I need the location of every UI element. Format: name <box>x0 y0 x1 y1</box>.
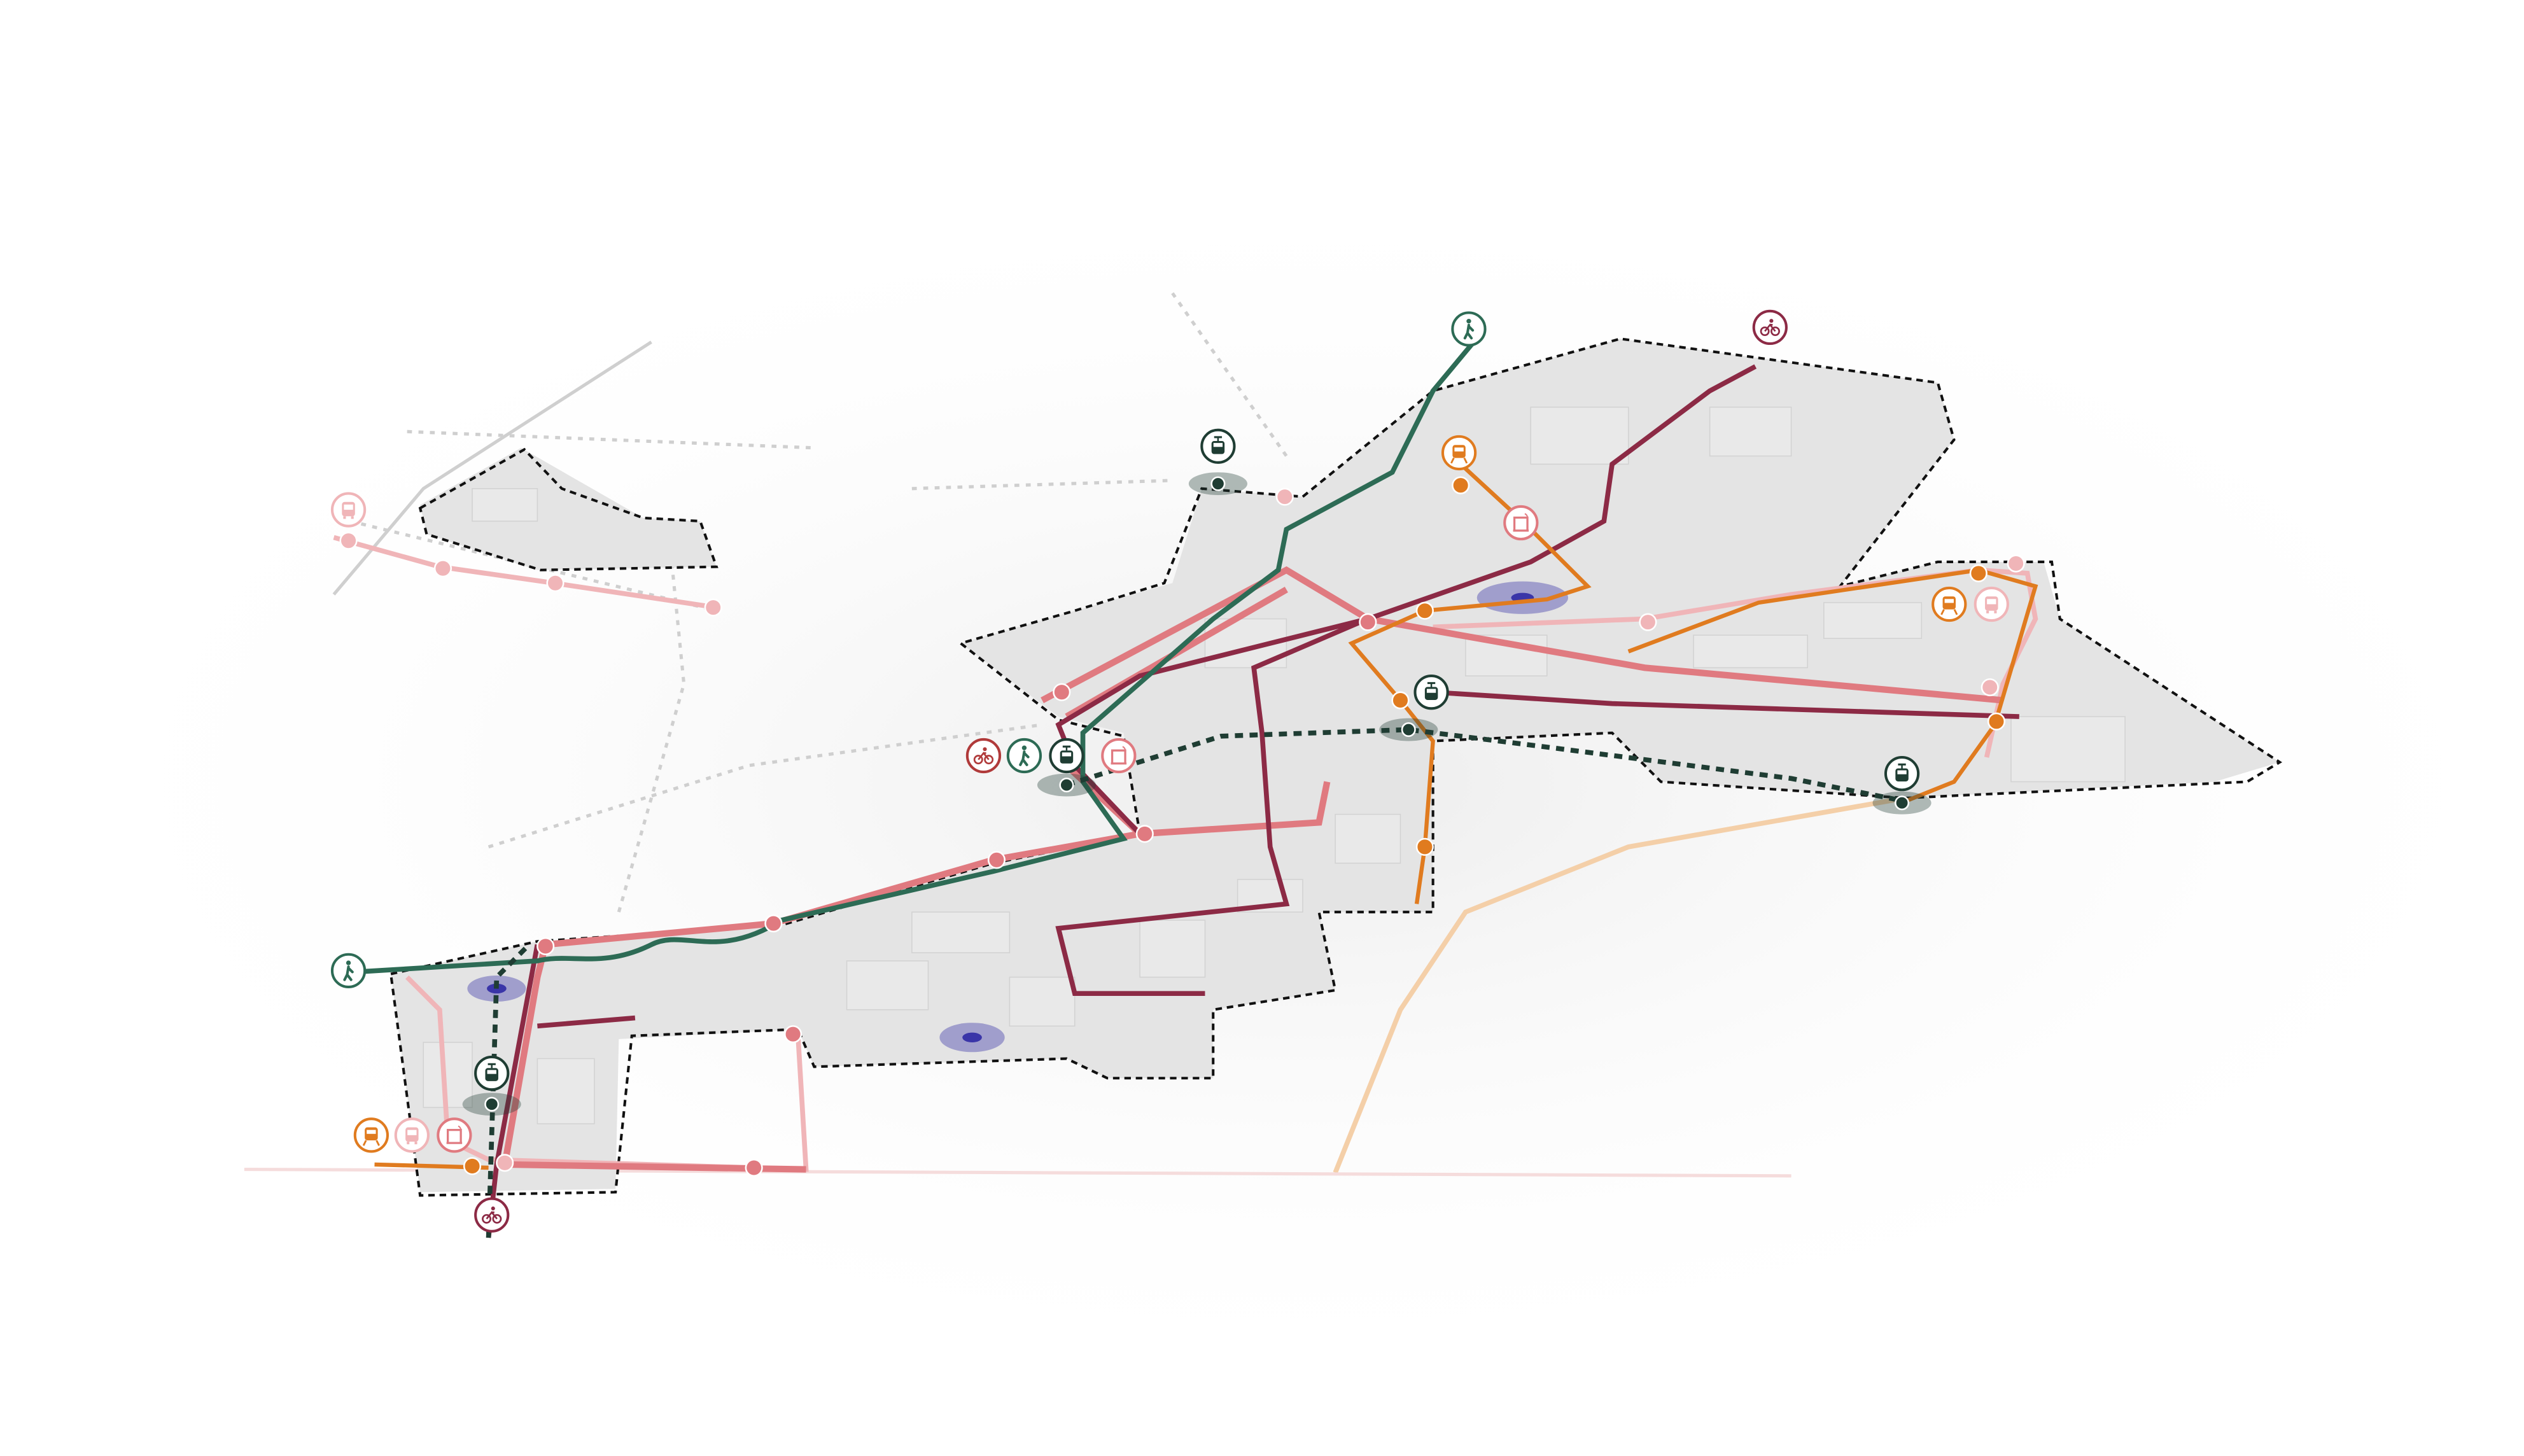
bus-icon <box>394 1117 430 1153</box>
tram-icon <box>1413 675 1449 710</box>
bus-icon <box>330 492 367 528</box>
buildings <box>423 407 2126 1124</box>
train-icon <box>353 1117 389 1153</box>
pedestrian-icon <box>1451 311 1487 347</box>
tram-icon <box>1049 738 1084 774</box>
tram-icon <box>1200 428 1236 464</box>
demand-bus-icon <box>437 1117 472 1153</box>
bike-icon <box>965 738 1002 774</box>
bike-icon <box>1752 309 1788 346</box>
train-icon <box>1441 435 1477 471</box>
context-road <box>332 340 652 596</box>
metro-stations <box>462 472 1932 1116</box>
pedestrian-path <box>349 340 1476 975</box>
bike-icon <box>474 1197 510 1233</box>
bus-icon <box>1974 586 2009 622</box>
train-icon <box>1932 586 1967 622</box>
study-area-boundary <box>389 337 2283 1197</box>
tram-icon <box>1884 756 1920 792</box>
demand-bus-icon <box>1101 738 1137 774</box>
demand-bus-icon <box>1503 505 1539 541</box>
metro-line <box>486 727 1906 1238</box>
context-road-train <box>1333 795 1906 1174</box>
line-stops <box>339 476 2025 1177</box>
tram-icon <box>474 1055 510 1091</box>
pedestrian-icon <box>1006 738 1042 774</box>
pedestrian-icon <box>330 953 367 988</box>
